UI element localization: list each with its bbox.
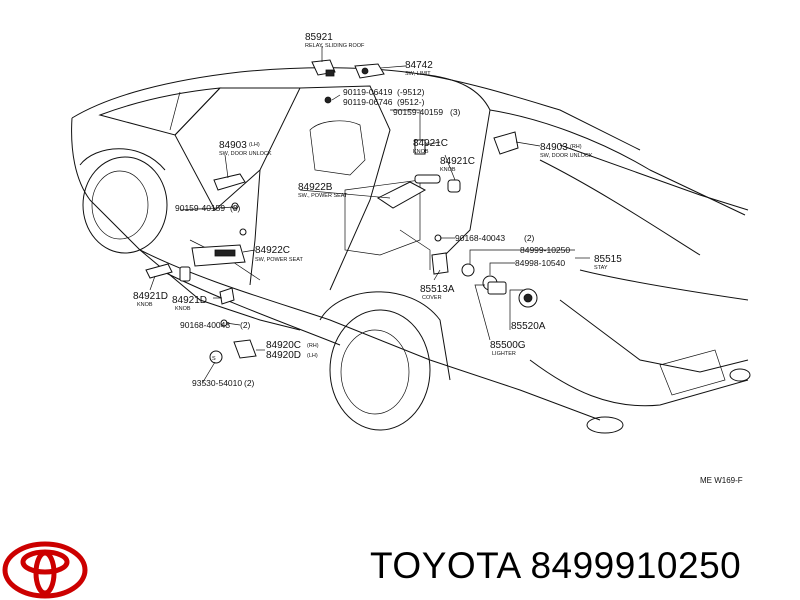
toyota-logo bbox=[2, 541, 88, 599]
callout-number: 93530-54010 bbox=[192, 378, 242, 388]
brand-part-title: TOYOTA 8499910250 bbox=[370, 545, 741, 587]
callout-sub: SW, POWER SEAT bbox=[255, 257, 304, 263]
brand-name: TOYOTA bbox=[370, 545, 520, 586]
callout-sub: (-9512) bbox=[397, 87, 425, 97]
callout-sub: KNOB bbox=[440, 167, 456, 173]
callout-number: 85921 bbox=[305, 32, 333, 43]
callout-labels: 85921 RELAY, SLIDING ROOF 84742 SW, LIMI… bbox=[133, 32, 743, 485]
figure-code: ME W169-F bbox=[700, 476, 743, 485]
callout-number: 84921D bbox=[172, 295, 207, 306]
callout-number: 84922B bbox=[298, 182, 333, 193]
callout-sub: COVER bbox=[422, 295, 442, 301]
callout-number: 90119-06746 bbox=[343, 97, 393, 107]
callout-number: 84903 bbox=[540, 142, 568, 153]
callout-sub: (RH) bbox=[570, 144, 582, 150]
svg-text:S: S bbox=[212, 356, 216, 362]
callout-sub: (LH) bbox=[249, 142, 260, 148]
part-number: 8499910250 bbox=[530, 545, 742, 586]
callout-number: 84903 bbox=[219, 140, 247, 151]
callout-number: 85515 bbox=[594, 254, 622, 265]
callout-sub: SW, LIMIT bbox=[405, 71, 431, 77]
callout-number: 84921D bbox=[133, 291, 168, 302]
callout-sub: (9512-) bbox=[397, 97, 425, 107]
callout-number: 90159-40159 bbox=[393, 107, 443, 117]
callout-number: 84742 bbox=[405, 60, 433, 71]
callout-number: 84999-10250 bbox=[520, 245, 570, 255]
callout-number: 90159-40159 bbox=[175, 203, 225, 213]
callout-sub: SW, DOOR UNLOCK bbox=[540, 153, 593, 159]
callout-sub: (RH) bbox=[307, 343, 319, 349]
callout-sub: KNOB bbox=[175, 306, 191, 312]
part-shapes: S bbox=[145, 59, 538, 364]
callout-sub: KNOB bbox=[413, 149, 429, 155]
car-body-outline bbox=[71, 67, 751, 434]
callout-number: 90168-40043 bbox=[455, 233, 505, 243]
callout-number: 85513A bbox=[420, 284, 455, 295]
callout-number: 84922C bbox=[255, 245, 290, 256]
leader-lines bbox=[149, 46, 590, 383]
callout-sub: (2) bbox=[244, 378, 255, 388]
callout-number: 90119-06419 bbox=[343, 87, 393, 97]
callout-number: 84998-10540 bbox=[515, 258, 565, 268]
callout-sub: (3) bbox=[450, 107, 461, 117]
callout-number: 84920D bbox=[266, 350, 301, 361]
callout-number: 90168-40043 bbox=[180, 320, 230, 330]
callout-sub: SW., POWER SEAT bbox=[298, 193, 348, 199]
callout-sub: (LH) bbox=[307, 353, 318, 359]
callout-sub: STAY bbox=[594, 265, 608, 271]
callout-number: 84921C bbox=[413, 138, 448, 149]
callout-number: 84920C bbox=[266, 340, 301, 351]
callout-number: 85500G bbox=[490, 340, 526, 351]
callout-sub: SW, DOOR UNLOCK bbox=[219, 151, 272, 157]
callout-sub: (2) bbox=[524, 233, 535, 243]
callout-number: 85520A bbox=[511, 321, 546, 332]
callout-sub: LIGHTER bbox=[492, 351, 516, 357]
callout-sub: (3) bbox=[230, 203, 241, 213]
callout-sub: (2) bbox=[240, 320, 251, 330]
callout-sub: KNOB bbox=[137, 302, 153, 308]
callout-sub: RELAY, SLIDING ROOF bbox=[305, 43, 365, 49]
callout-number: 84921C bbox=[440, 156, 475, 167]
